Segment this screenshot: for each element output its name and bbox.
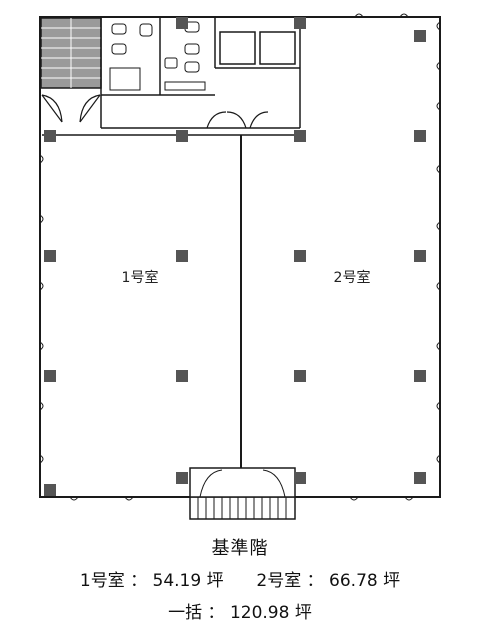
total-area-line: 一括 ： 120.98 坪 [0,598,480,623]
window-marks [39,13,441,501]
separator: ： [130,571,148,591]
area-unit: 坪 [294,603,312,623]
total-area-value: 120.98 [229,603,290,623]
floor-name: 基準階 [211,538,269,559]
room1-area-label: 1号室 [79,571,125,591]
total-area-label: 一括 [168,603,203,623]
toilet-fixtures [109,21,206,91]
room-areas-line: 1号室 ： 54.19 坪 2号室 ： 66.78 坪 [0,566,480,591]
columns [44,17,426,496]
stairwell [40,17,102,89]
room1-area-value: 54.19 [152,571,202,591]
separator: ： [207,603,225,623]
room2-area-value: 66.78 [329,571,378,591]
area-unit: 坪 [383,571,401,591]
building-core [100,18,301,129]
room2-area-label: 2号室 [256,571,302,591]
bottom-stair [189,467,296,520]
room1-label: 1号室 [122,269,159,286]
separator: ： [306,571,324,591]
core-entrance-door [41,94,269,129]
elevators [219,31,296,65]
floor-plan: 1号室 2号室 [39,13,441,520]
room2-label: 2号室 [334,269,371,286]
area-unit: 坪 [206,571,224,591]
